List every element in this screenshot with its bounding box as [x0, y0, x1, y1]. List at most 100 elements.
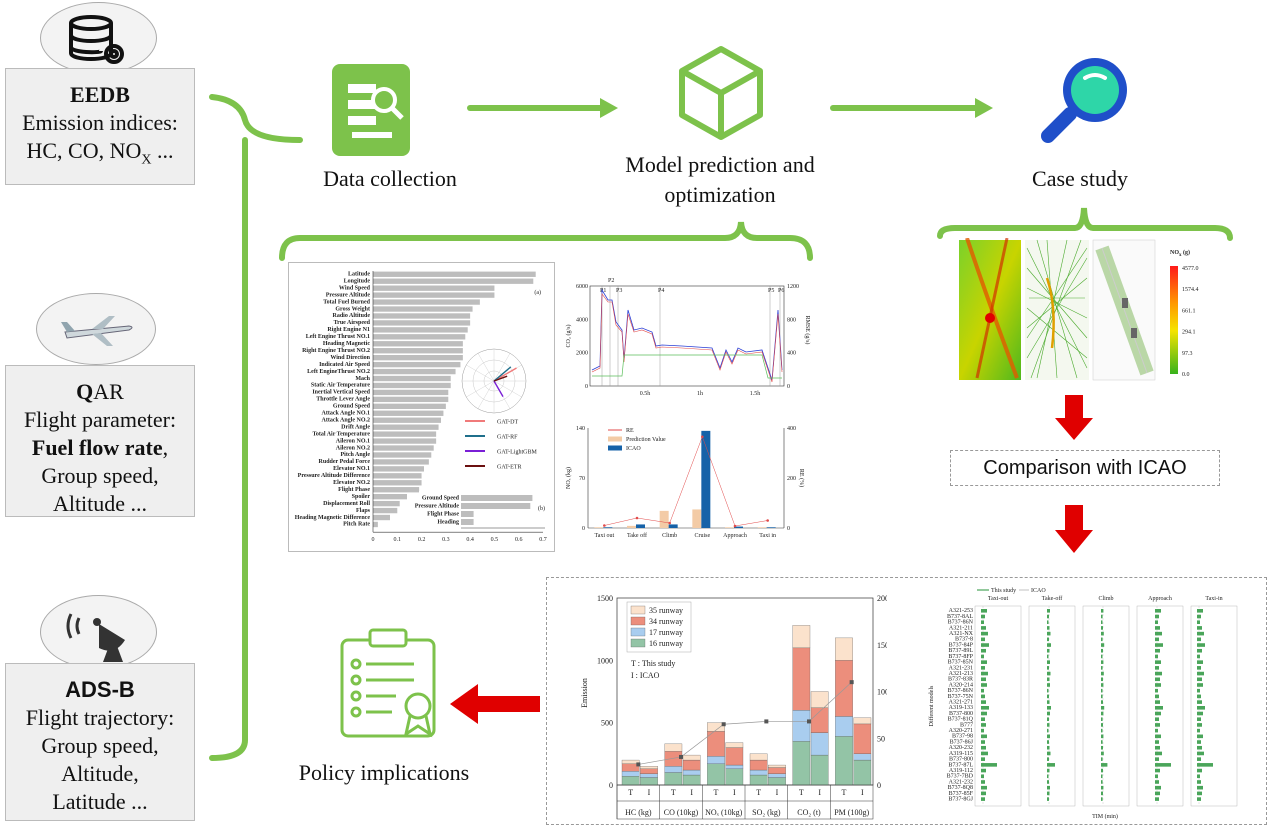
stacked-bar-segment: [707, 756, 725, 764]
feature-label: Right Engine N1: [327, 327, 370, 333]
series-line: [591, 293, 783, 383]
tim-bar: [1155, 706, 1163, 710]
stacked-bar-segment: [725, 742, 744, 748]
inset-feature-label: Heading: [437, 520, 459, 526]
stacked-bar-segment: [640, 768, 658, 774]
y2-tick-label: 0: [787, 384, 790, 390]
phase-label: Climb: [1098, 596, 1113, 602]
tim-bar: [1155, 688, 1158, 693]
tim-bar: [981, 734, 987, 739]
feature-label: Displacement Roll: [323, 501, 370, 507]
stacked-bar-segment: [853, 759, 872, 786]
stacked-bar-segment: [749, 769, 768, 776]
tim-bar: [1101, 643, 1105, 647]
model-label: B737-8GJ: [948, 796, 973, 802]
tim-bar: [981, 728, 984, 733]
feature-label: Gross Weight: [335, 306, 370, 312]
tim-bar: [1197, 609, 1203, 613]
table-frame: [616, 784, 874, 820]
y-tick-label: 6000: [576, 284, 588, 290]
icao-bar: [734, 526, 743, 528]
importance-bar: [373, 438, 437, 444]
comparison-box: Comparison with ICAO: [950, 450, 1220, 486]
y-axis-title: Different models: [928, 685, 935, 726]
stacked-bar-segment: [682, 759, 701, 771]
tim-bar: [1197, 620, 1200, 625]
model-label: A321-211: [949, 625, 973, 631]
tim-bar: [1197, 654, 1200, 659]
tim-bar: [1047, 785, 1050, 790]
importance-bar: [373, 521, 378, 528]
relative-error-line: [638, 681, 852, 765]
legend-label: GAT-DT: [497, 420, 518, 426]
importance-bar: [373, 396, 449, 403]
tim-bar: [981, 745, 986, 750]
tim-bar: [1197, 768, 1202, 773]
tim-bar: [1155, 757, 1159, 761]
tim-bar: [1197, 614, 1201, 619]
pair-label: T: [714, 788, 719, 797]
tim-bar: [1101, 791, 1103, 796]
phase-label: Taxi-out: [988, 596, 1009, 602]
re-point: [701, 435, 704, 439]
comparison-results-panel: 050010001500050100150200EmissionRelative…: [546, 577, 1267, 825]
feature-label: Spoiler: [352, 494, 371, 500]
tim-bar: [1197, 671, 1204, 676]
stacked-bar-segment: [792, 625, 811, 649]
tim-bar: [1101, 620, 1103, 625]
tim-bar: [981, 791, 986, 796]
tim-bar: [1155, 711, 1161, 716]
inset-bar: [461, 519, 474, 525]
model-label: A321-232: [949, 779, 973, 785]
feature-label: Throttle Lever Angle: [316, 397, 370, 403]
tim-bar: [1047, 757, 1049, 761]
tim-bar: [1101, 763, 1108, 767]
stacked-bar-segment: [792, 647, 811, 711]
stacked-bar-segment: [682, 774, 701, 786]
stacked-bar-segment: [835, 660, 853, 717]
tim-bar: [1101, 609, 1104, 613]
model-label: B737-75N: [948, 694, 974, 700]
y-tick-label: 2000: [576, 351, 588, 357]
tim-bar: [1155, 648, 1160, 653]
icao-bar: [636, 524, 645, 528]
polar-spoke: [493, 353, 511, 382]
tim-bar: [1155, 660, 1161, 664]
colorbar-tick: 1574.4: [1182, 287, 1199, 293]
model-label: B737-8Q8: [948, 785, 973, 791]
tim-bar: [981, 740, 985, 744]
tim-bar: [1155, 643, 1163, 647]
tim-bar: [1101, 631, 1104, 636]
model-label: B737-85N: [948, 660, 974, 666]
y-tick-label: 70: [579, 476, 585, 482]
tim-bar: [981, 694, 985, 699]
legend-swatch: [630, 627, 646, 637]
re-line: [604, 436, 768, 527]
legend-label: 16 runway: [649, 639, 683, 648]
tim-bar: [1197, 774, 1200, 779]
y2-tick-label: 100: [877, 688, 887, 697]
y-axis-title: CO₂ (g/s): [565, 325, 572, 348]
legend-label: This study: [991, 588, 1016, 594]
feature-label: Elevator NO.2: [333, 480, 370, 486]
tim-bar: [1047, 614, 1049, 619]
tim-bar: [981, 683, 987, 687]
feature-label: Heading Magnetic: [323, 341, 370, 347]
feature-label: Inertial Vertical Speed: [312, 390, 370, 396]
category-label: PM (100g): [834, 808, 869, 817]
y2-axis-title: RE (%): [798, 469, 805, 487]
importance-bar: [373, 299, 480, 305]
stacked-bar-segment: [664, 766, 683, 773]
adsb-line4: Latitude ...: [52, 789, 148, 814]
stacked-bar-segment: [810, 754, 829, 786]
tim-bar: [1197, 763, 1213, 767]
tim-bar: [1101, 768, 1103, 773]
phase-label: P1: [600, 288, 606, 294]
tim-bar: [981, 660, 987, 664]
tim-bar: [1101, 717, 1103, 722]
feature-label: Latitude: [348, 272, 370, 278]
tim-bar: [1047, 768, 1050, 773]
